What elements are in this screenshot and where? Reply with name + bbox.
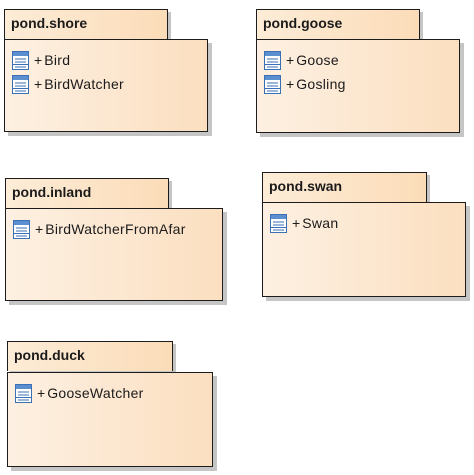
package-pond-shore[interactable]: pond.shore + Bird: [4, 9, 212, 135]
package-name: pond.inland: [12, 184, 92, 200]
package-pond-duck[interactable]: pond.duck + GooseWatcher: [7, 341, 217, 470]
package-tab[interactable]: pond.inland: [5, 178, 169, 208]
package-tab[interactable]: pond.shore: [4, 9, 168, 39]
package-tab[interactable]: pond.goose: [256, 9, 420, 39]
package-body[interactable]: + Bird + BirdWatcher: [4, 39, 208, 132]
package-body[interactable]: + Goose + Gosling: [256, 39, 460, 133]
class-item-swan[interactable]: + Swan: [270, 211, 338, 235]
class-icon: [13, 219, 30, 239]
class-item-goose[interactable]: + Goose: [264, 48, 346, 72]
class-icon: [12, 74, 29, 94]
class-item-gosling[interactable]: + Gosling: [264, 72, 346, 96]
package-body[interactable]: + GooseWatcher: [7, 372, 213, 467]
class-name: Swan: [302, 215, 339, 231]
class-icon: [270, 213, 287, 233]
class-icon: [264, 50, 281, 70]
visibility-marker: +: [35, 221, 44, 237]
package-name: pond.swan: [269, 178, 343, 194]
member-list: + Swan: [270, 211, 338, 235]
class-name: GooseWatcher: [47, 385, 144, 401]
class-icon: [264, 74, 281, 94]
class-name: BirdWatcher: [44, 76, 124, 92]
package-pond-inland[interactable]: pond.inland + BirdWatcherFromAfar: [5, 178, 227, 305]
class-icon: [15, 383, 32, 403]
package-tab[interactable]: pond.swan: [262, 172, 427, 202]
package-body[interactable]: + BirdWatcherFromAfar: [5, 208, 223, 301]
package-tab[interactable]: pond.duck: [7, 341, 173, 371]
class-name: Bird: [44, 52, 71, 68]
class-item-bird[interactable]: + Bird: [12, 48, 124, 72]
class-item-birdwatcher[interactable]: + BirdWatcher: [12, 72, 124, 96]
package-pond-swan[interactable]: pond.swan + Swan: [262, 172, 470, 301]
package-name: pond.duck: [14, 347, 85, 363]
class-name: Goose: [296, 52, 339, 68]
visibility-marker: +: [37, 385, 46, 401]
member-list: + BirdWatcherFromAfar: [13, 217, 186, 241]
visibility-marker: +: [34, 76, 43, 92]
class-item-goosewatcher[interactable]: + GooseWatcher: [15, 381, 144, 405]
class-item-birdwatcherfromafar[interactable]: + BirdWatcherFromAfar: [13, 217, 186, 241]
class-name: BirdWatcherFromAfar: [45, 221, 186, 237]
visibility-marker: +: [34, 52, 43, 68]
class-name: Gosling: [296, 76, 346, 92]
member-list: + Goose + Gosling: [264, 48, 346, 96]
member-list: + GooseWatcher: [15, 381, 144, 405]
package-name: pond.goose: [263, 15, 343, 31]
member-list: + Bird + BirdWatcher: [12, 48, 124, 96]
class-icon: [12, 50, 29, 70]
visibility-marker: +: [286, 52, 295, 68]
visibility-marker: +: [286, 76, 295, 92]
package-name: pond.shore: [11, 15, 88, 31]
package-body[interactable]: + Swan: [262, 202, 466, 297]
visibility-marker: +: [292, 215, 301, 231]
package-pond-goose[interactable]: pond.goose + Goose: [256, 9, 464, 135]
